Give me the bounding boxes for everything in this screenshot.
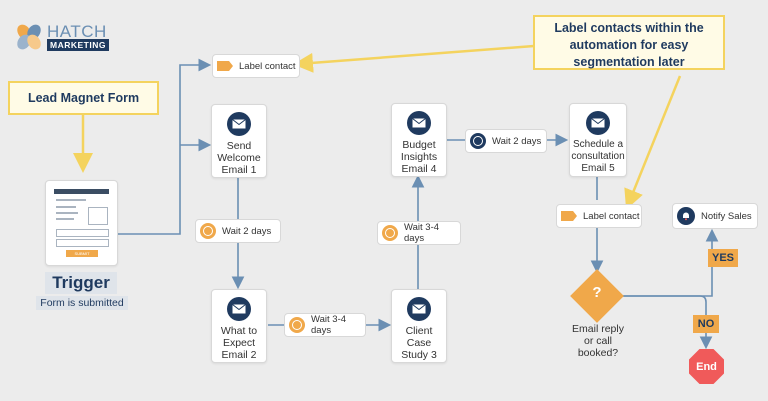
logo-wordmark: HATCH [47,21,107,41]
mail-icon [407,297,431,321]
email-node-2[interactable]: What to Expect Email 2 [211,289,267,363]
form-submit-button: SUBMIT [66,250,98,257]
mail-icon [227,112,251,136]
email-node-2-label: What to Expect Email 2 [220,325,258,361]
no-branch-label: NO [693,315,719,333]
mail-icon [227,297,251,321]
mail-icon [586,111,610,135]
label-contact-node-1[interactable]: Label contact [212,54,300,78]
bell-icon [677,207,695,225]
end-node[interactable]: End [689,349,724,384]
label-note-callout-text: Label contacts within the automation for… [554,21,704,69]
email-node-1[interactable]: Send Welcome Email 1 [211,104,267,178]
clock-icon [289,317,305,333]
logo: HATCH MARKETING [14,22,109,52]
notify-sales-node[interactable]: Notify Sales [672,203,758,229]
email-node-5[interactable]: Schedule a consultation Email 5 [569,103,627,177]
clock-icon [200,223,216,239]
wait-node-3-label: Wait 3-4 days [404,222,440,244]
clock-icon [470,133,486,149]
email-node-5-label: Schedule a consultation Email 5 [571,139,625,174]
notify-sales-label: Notify Sales [701,210,752,222]
label-note-callout: Label contacts within the automation for… [533,15,725,70]
email-node-4[interactable]: Budget Insights Email 4 [391,103,447,177]
lead-magnet-callout: Lead Magnet Form [8,81,159,115]
tag-icon [561,211,577,221]
wait-node-2-label: Wait 3-4 days [311,314,347,336]
tag-icon [217,61,233,71]
wait-node-4-label: Wait 2 days [492,135,542,147]
label-contact-node-2[interactable]: Label contact [556,204,642,228]
wait-node-2[interactable]: Wait 3-4 days [284,313,366,337]
hatch-logo-icon [17,24,41,50]
logo-subtitle: MARKETING [47,38,109,51]
email-node-3-label: Client Case Study 3 [401,325,437,361]
decision-symbol: ? [592,284,602,301]
mail-icon [407,111,431,135]
lead-magnet-callout-text: Lead Magnet Form [27,91,140,105]
wait-node-1[interactable]: Wait 2 days [195,219,281,243]
yes-branch-label: YES [708,249,738,267]
wait-node-3[interactable]: Wait 3-4 days [377,221,461,245]
email-node-4-label: Budget Insights Email 4 [400,139,438,175]
wait-node-4[interactable]: Wait 2 days [465,129,547,153]
email-node-1-label: Send Welcome Email 1 [217,140,261,176]
end-label: End [696,360,717,373]
trigger-subtitle: Form is submitted [36,296,128,310]
clock-icon [382,225,398,241]
trigger-title: Trigger [45,272,117,294]
email-node-3[interactable]: Client Case Study 3 [391,289,447,363]
label-contact-text-2: Label contact [583,210,640,222]
wait-node-1-label: Wait 2 days [222,225,272,237]
form-thumbnail: SUBMIT [45,180,118,266]
label-contact-text-1: Label contact [239,60,296,72]
decision-label: Email reply or call booked? [572,323,624,359]
